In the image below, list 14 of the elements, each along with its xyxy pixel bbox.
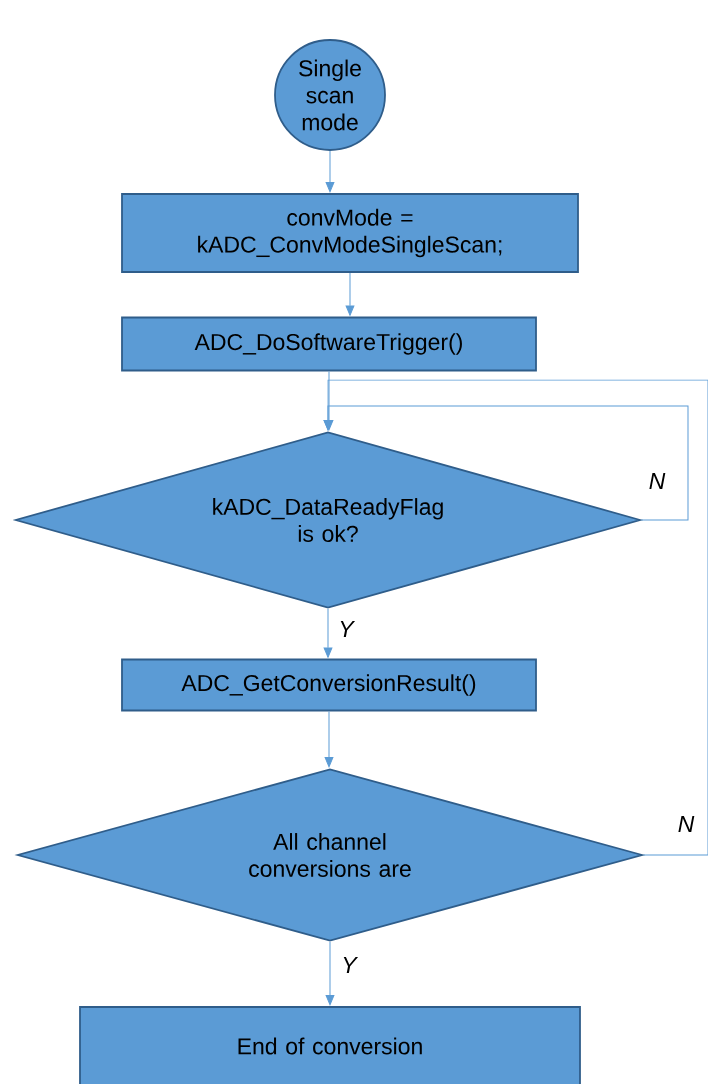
arrow	[323, 379, 708, 856]
process-box: ADC_DoSoftwareTrigger()	[121, 316, 537, 372]
edge-label: Y	[343, 957, 359, 973]
arrow	[323, 608, 333, 658]
process-box: End of conversion	[79, 1006, 581, 1084]
arrow	[345, 272, 355, 316]
edge-label: N	[678, 816, 695, 832]
arrow	[325, 150, 335, 193]
arrow	[325, 941, 335, 1006]
arrow	[324, 710, 334, 768]
process-box: ADC_GetConversionResult()	[121, 658, 537, 712]
edge-label: Y	[340, 621, 356, 637]
edge-label: N	[649, 473, 666, 489]
process-box: convMode = kADC_ConvModeSingleScan;	[121, 193, 579, 273]
